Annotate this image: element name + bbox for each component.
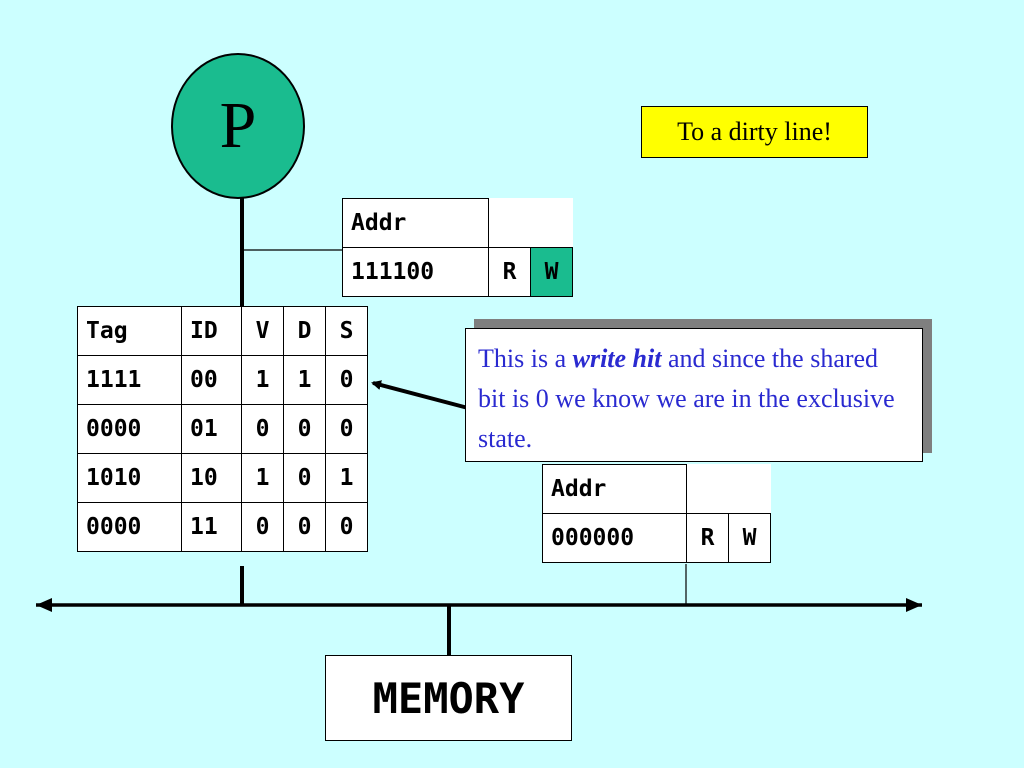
request-bottom-read: R xyxy=(686,513,729,563)
memory-block: MEMORY xyxy=(325,655,572,741)
request-bottom-write: W xyxy=(728,513,771,563)
cache-cell: 1111 xyxy=(77,355,182,405)
cache-header-row: Tag ID V D S xyxy=(77,306,368,356)
table-row: 1111 00 1 1 0 xyxy=(77,355,368,405)
request-top-address: 111100 xyxy=(342,247,489,297)
processor-label: P xyxy=(219,89,257,162)
dirty-line-note: To a dirty line! xyxy=(641,106,868,158)
cache-cell: 00 xyxy=(181,355,242,405)
cache-cell: 11 xyxy=(181,502,242,552)
cache-cell: 1 xyxy=(325,453,368,503)
request-top-read: R xyxy=(488,247,531,297)
processor-node: P xyxy=(171,53,305,199)
bus-right-arrow xyxy=(906,598,922,612)
bus-left-arrow xyxy=(36,598,52,612)
request-top-header: Addr xyxy=(342,198,489,248)
request-top-write: W xyxy=(530,247,573,297)
cache-header-id: ID xyxy=(181,306,242,356)
cache-cell: 1 xyxy=(241,453,284,503)
cache-header-v: V xyxy=(241,306,284,356)
cache-cell: 0 xyxy=(283,453,326,503)
cache-cell: 0000 xyxy=(77,502,182,552)
callout-pointer-arrow xyxy=(371,380,469,410)
cache-cell: 1 xyxy=(241,355,284,405)
cache-cell: 0 xyxy=(325,502,368,552)
cache-header-d: D xyxy=(283,306,326,356)
callout-text-before: This is a xyxy=(478,344,573,373)
cache-header-s: S xyxy=(325,306,368,356)
cache-cell: 0 xyxy=(241,404,284,454)
request-bottom-table: Addr 000000 R W xyxy=(542,464,771,563)
request-bottom-header: Addr xyxy=(542,464,687,514)
cache-cell: 0 xyxy=(283,502,326,552)
cache-cell: 0000 xyxy=(77,404,182,454)
table-row: 0000 01 0 0 0 xyxy=(77,404,368,454)
cache-cell: 0 xyxy=(241,502,284,552)
table-row: 0000 11 0 0 0 xyxy=(77,502,368,552)
request-bottom-address: 000000 xyxy=(542,513,687,563)
cache-table: Tag ID V D S 1111 00 1 1 0 0000 01 0 0 0… xyxy=(77,306,368,552)
cache-cell: 1010 xyxy=(77,453,182,503)
write-hit-callout: This is a write hit and since the shared… xyxy=(465,328,923,462)
cache-cell: 0 xyxy=(325,404,368,454)
cache-cell: 01 xyxy=(181,404,242,454)
request-top-table: Addr 111100 R W xyxy=(342,198,573,297)
table-row: 1010 10 1 0 1 xyxy=(77,453,368,503)
callout-emphasis: write hit xyxy=(572,344,662,373)
cache-header-tag: Tag xyxy=(77,306,182,356)
callout-text-after: and since the shared bit is 0 we know we… xyxy=(478,344,895,453)
cache-cell: 1 xyxy=(283,355,326,405)
cache-cell: 10 xyxy=(181,453,242,503)
cache-cell: 0 xyxy=(325,355,368,405)
cache-cell: 0 xyxy=(283,404,326,454)
